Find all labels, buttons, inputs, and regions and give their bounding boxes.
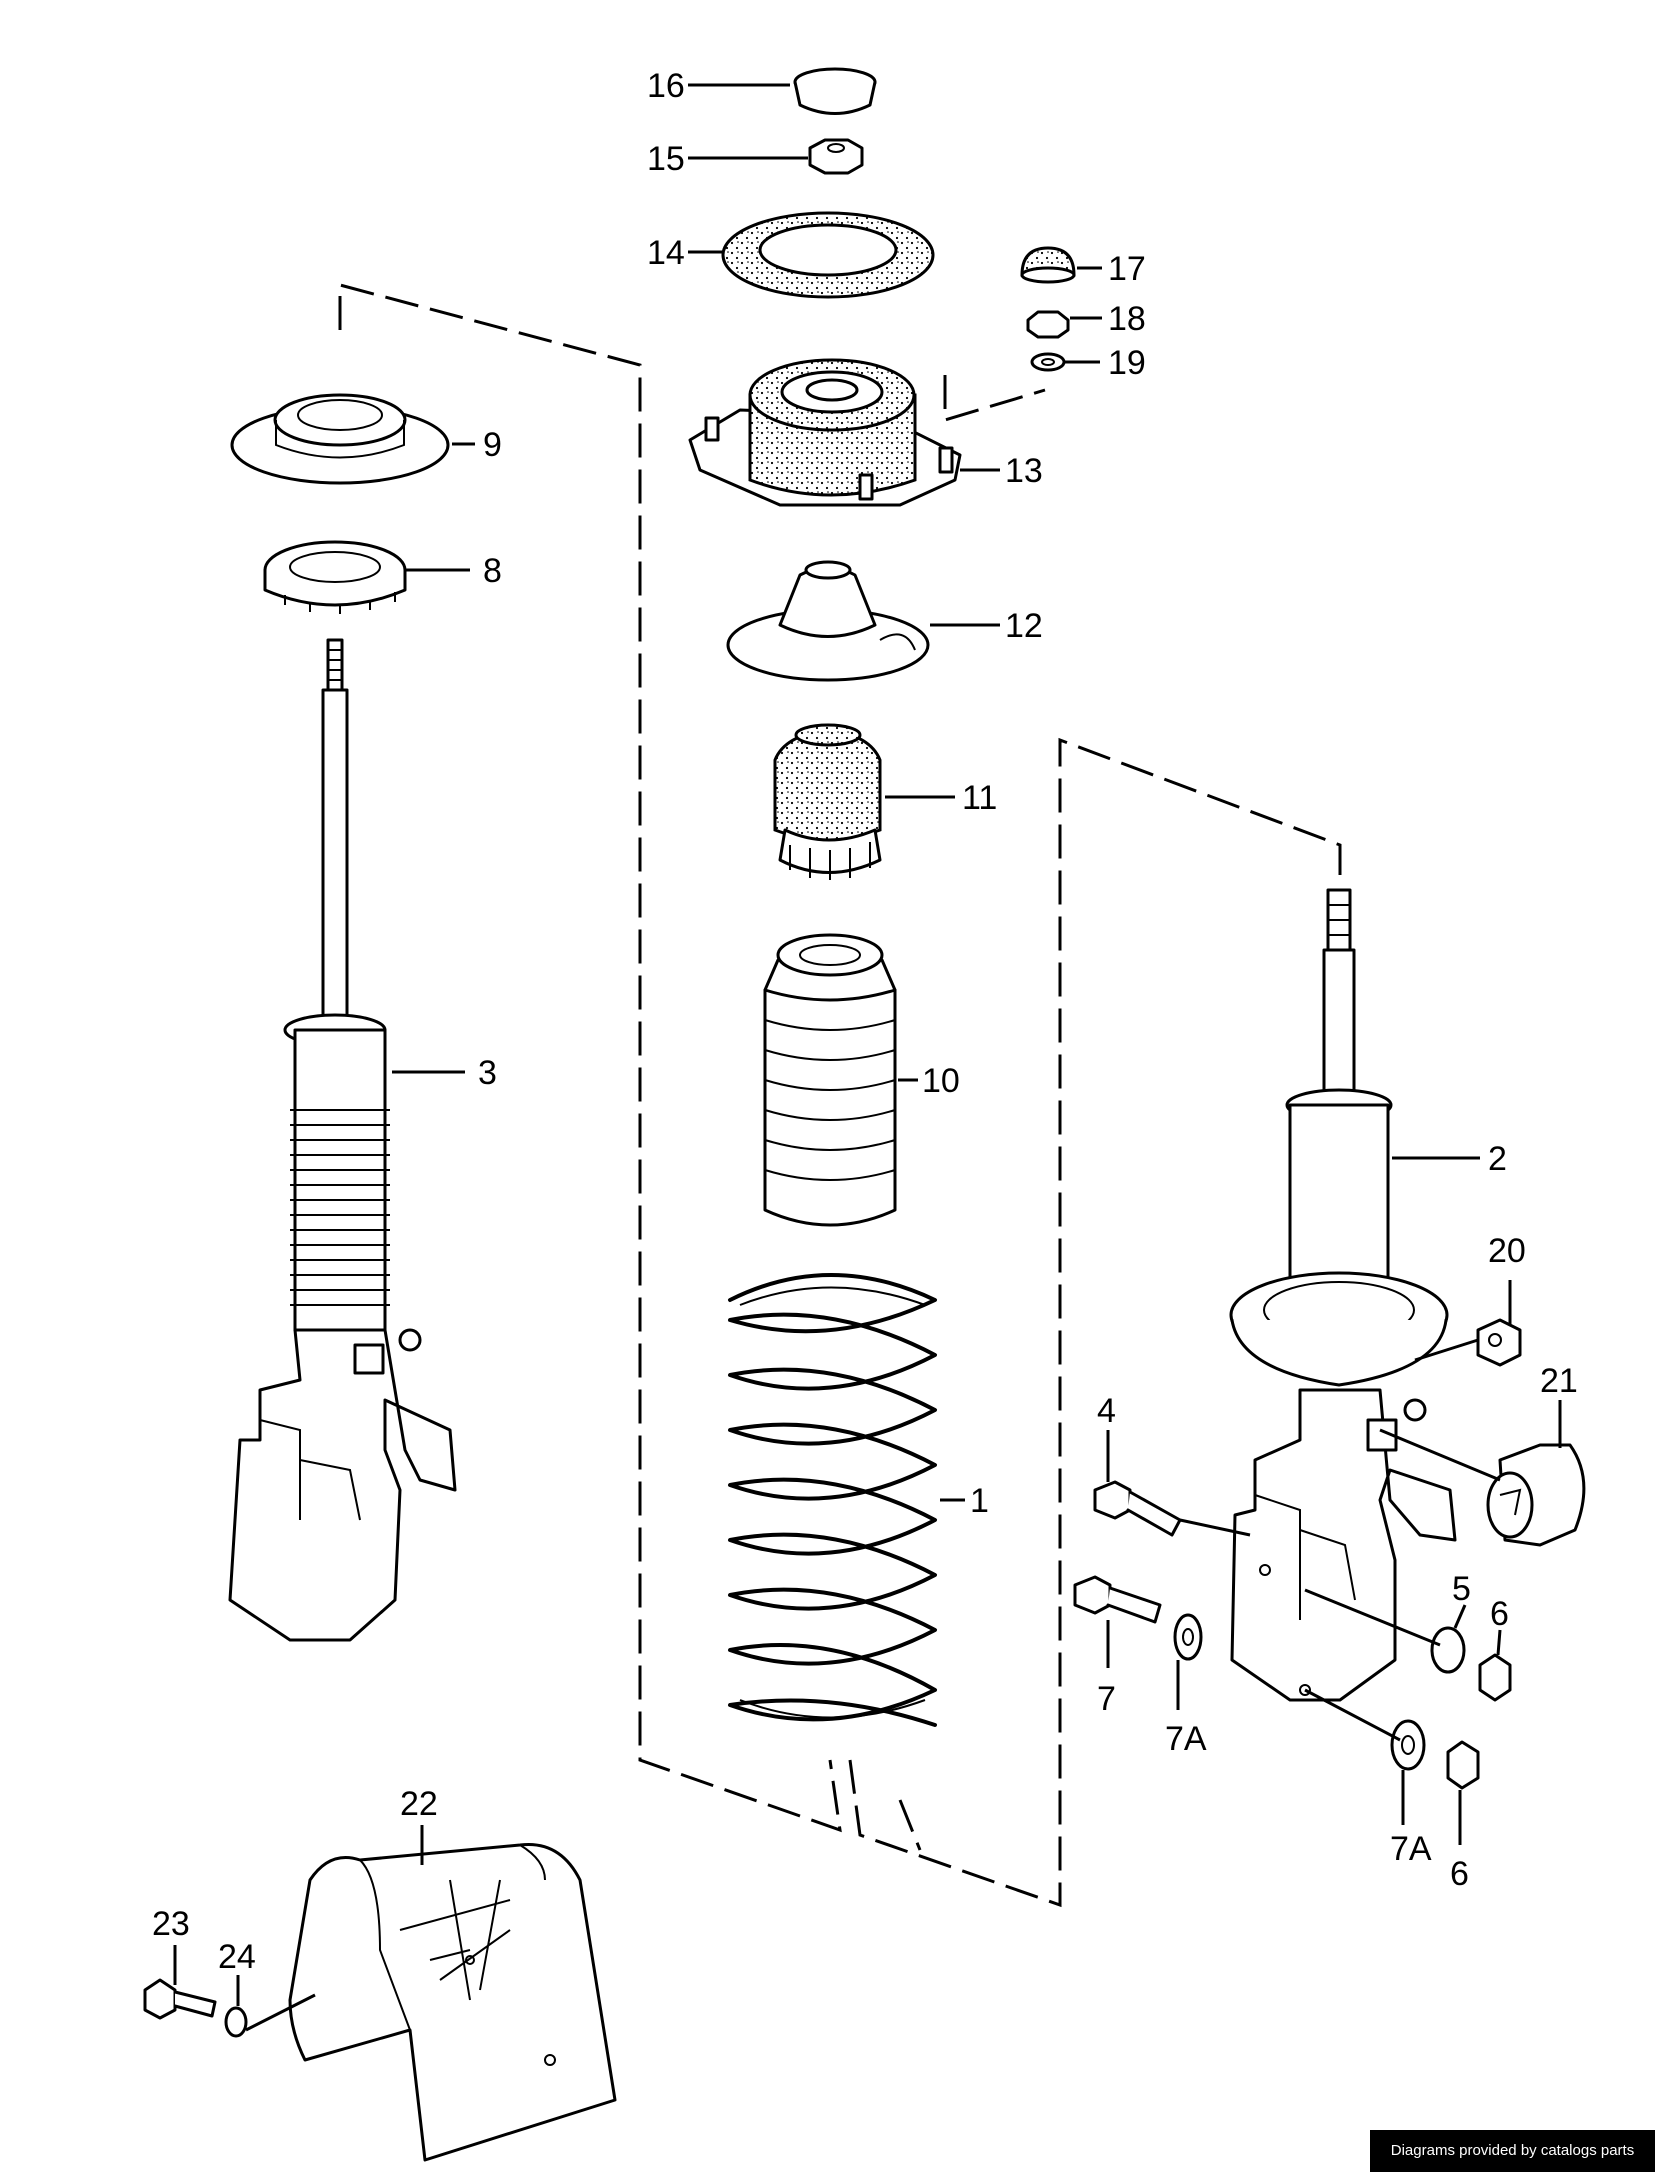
part-9-spring-plate [230,393,450,485]
part-21-sensor-holder [1486,1443,1586,1547]
label-8: 8 [483,552,502,590]
part-6-nut-lower [1446,1740,1480,1790]
part-5-eccentric-washer [1430,1626,1466,1674]
label-7a-lower: 7A [1390,1830,1432,1868]
part-8-slotted-nut [263,540,407,614]
label-15: 15 [647,140,685,178]
label-9: 9 [483,426,502,464]
part-12-spring-seat [726,560,930,682]
part-3-shock-absorber [228,638,457,1642]
part-labels: 16 15 14 17 18 19 9 13 8 12 11 3 10 2 20… [152,67,1578,1976]
part-16-dust-cap [793,67,877,115]
part-14-bearing-ring [721,211,935,299]
label-22: 22 [400,1785,438,1823]
credit-banner: Diagrams provided by catalogs parts [1370,2130,1655,2172]
label-19: 19 [1108,344,1146,382]
label-2: 2 [1488,1140,1507,1178]
assembly-guide-left [338,283,1342,1908]
part-1-coil-spring [728,1273,937,1727]
label-7: 7 [1097,1680,1116,1718]
part-13-strut-mount [688,358,962,507]
label-1: 1 [970,1482,989,1520]
label-21: 21 [1540,1362,1578,1400]
part-15-nut [808,138,864,175]
part-2-shock-absorber [1229,888,1457,1702]
part-19-washer [1030,352,1066,372]
part-6-nut-upper [1478,1653,1512,1702]
label-17: 17 [1108,250,1146,288]
part-23-bolt [143,1978,217,2020]
label-20: 20 [1488,1232,1526,1270]
label-6-lower: 6 [1450,1855,1469,1893]
part-22-heat-shield [288,1842,617,2162]
part-7a-washer-lower [1390,1719,1426,1771]
label-14: 14 [647,234,685,272]
label-5: 5 [1452,1570,1471,1608]
part-24-washer [224,2006,248,2038]
label-10: 10 [922,1062,960,1100]
label-3: 3 [478,1054,497,1092]
label-13: 13 [1005,452,1043,490]
label-7a-upper: 7A [1165,1720,1207,1758]
label-24: 24 [218,1938,256,1976]
part-4-bolt [1093,1480,1182,1537]
part-17-cap [1020,246,1076,284]
part-18-nut [1026,310,1070,339]
leader-lines [173,83,1562,2032]
part-7a-washer-upper [1173,1613,1203,1661]
part-10-protective-boot [763,933,897,1227]
label-18: 18 [1108,300,1146,338]
part-7-bolt [1073,1575,1162,1624]
label-11: 11 [962,779,997,817]
part-20-clamp [1476,1318,1522,1367]
label-6-upper: 6 [1490,1595,1509,1633]
label-4: 4 [1097,1392,1116,1430]
label-16: 16 [647,67,685,105]
label-23: 23 [152,1905,190,1943]
label-12: 12 [1005,607,1043,645]
part-11-bump-stop [773,723,882,880]
